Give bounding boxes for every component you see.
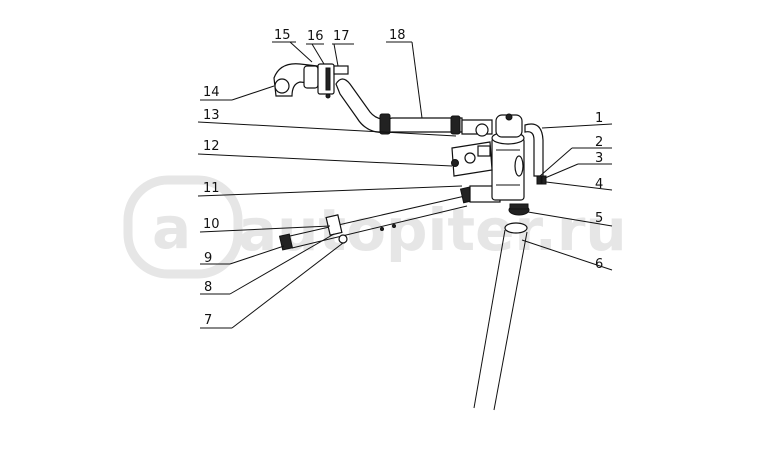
callout-6: 6 [595, 257, 603, 272]
callout-7: 7 [204, 313, 212, 328]
elbow-assembly [273, 63, 349, 99]
callout-3: 3 [595, 151, 603, 166]
callout-11: 11 [203, 181, 220, 196]
callout-12: 12 [203, 139, 220, 154]
clamp-5 [508, 203, 530, 216]
callout-18: 18 [389, 28, 406, 43]
watermark-text: autopiter.ru [238, 196, 627, 264]
callout-5: 5 [595, 211, 603, 226]
callout-16: 16 [307, 29, 324, 44]
main-housing [469, 113, 544, 203]
callout-15: 15 [274, 28, 291, 43]
upper-hose [335, 78, 493, 137]
mounting-bracket [451, 141, 493, 177]
callout-13: 13 [203, 108, 220, 123]
callout-4: 4 [595, 177, 603, 192]
fittings-2-4 [536, 175, 547, 185]
watermark-logo-frame [123, 175, 243, 279]
callout-2: 2 [595, 135, 603, 150]
callout-1: 1 [595, 111, 603, 126]
callout-labels: 1 2 3 4 5 6 7 8 9 10 11 12 13 14 15 16 1… [203, 28, 603, 328]
vertical-pipe [473, 222, 528, 411]
watermark: a autopiter.ru [123, 175, 627, 279]
callout-14: 14 [203, 85, 220, 100]
watermark-logo-letter: a [152, 194, 191, 262]
callout-9: 9 [204, 251, 212, 266]
callout-10: 10 [203, 217, 220, 232]
bracket-8 [325, 214, 348, 244]
callout-8: 8 [204, 280, 212, 295]
leader-lines [197, 41, 613, 329]
callout-17: 17 [333, 29, 350, 44]
